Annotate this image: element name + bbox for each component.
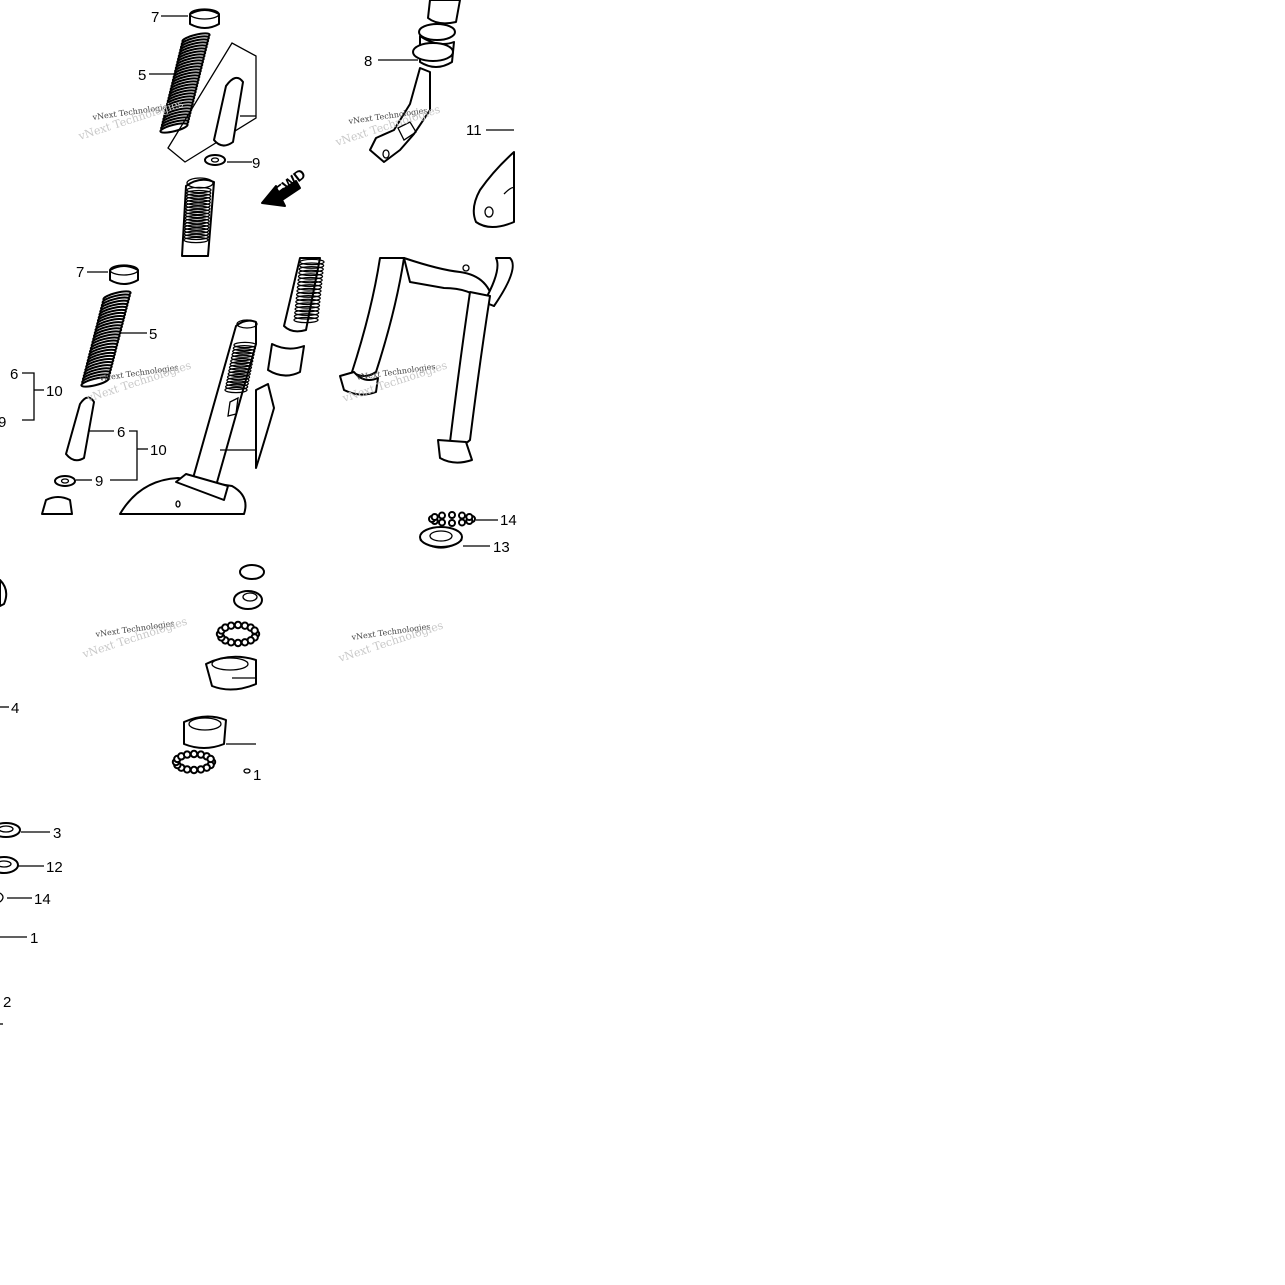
callout-4: 4 — [11, 700, 19, 717]
steel-balls — [171, 749, 217, 775]
washer-9 — [54, 475, 76, 487]
callout-11: 11 — [466, 122, 482, 139]
tile-bearings-stack: 1 4 vNext Technologies vNext Technologie… — [0, 564, 445, 784]
callout-7: 7 — [151, 9, 159, 26]
callout-10: 10 — [150, 442, 167, 459]
fork-cap-7 — [189, 8, 220, 29]
locknut-12 — [0, 856, 19, 874]
callout-9: 9 — [0, 414, 6, 431]
tube-threads — [183, 186, 212, 244]
bridge-11 — [472, 129, 515, 228]
locknut — [233, 564, 265, 610]
callout-12: 12 — [46, 859, 63, 876]
tile-top-left: FWD 7 5 9 8 11 vNext Technologies vNext — [76, 0, 515, 257]
callout-9: 9 — [95, 473, 103, 490]
fork-cap-7 — [109, 264, 139, 285]
bearing-race — [183, 715, 256, 749]
tile-bearing-13-14: 14 13 — [419, 511, 517, 556]
callout-14: 14 — [34, 891, 51, 908]
stem-threads — [224, 341, 257, 394]
callout-2: 2 — [3, 994, 11, 1011]
damper-piece-6 — [65, 396, 95, 462]
callout-6: 6 — [117, 424, 125, 441]
locknut-fragment — [0, 579, 8, 607]
callout-6: 6 — [10, 366, 18, 383]
callout-8: 8 — [364, 53, 372, 70]
callout-14: 14 — [500, 512, 517, 529]
callout-7: 7 — [76, 264, 84, 281]
fwd-arrow: FWD — [261, 166, 310, 207]
tile-middle-left: 7 5 6 10 9 6 10 9 vNext Technologies vNe… — [0, 257, 514, 515]
fork-assembly — [255, 257, 514, 469]
guide-plate — [167, 42, 257, 163]
callout-1: 1 — [253, 767, 261, 784]
callout-9: 9 — [252, 155, 260, 172]
bearing-cup — [205, 655, 257, 691]
fork-spring-5 — [159, 32, 211, 134]
steel-balls — [215, 620, 261, 648]
washer-9 — [204, 154, 252, 166]
fork-spring-5 — [80, 290, 132, 388]
fork-threads — [293, 258, 325, 324]
steering-stem-8 — [369, 0, 461, 163]
callout-3: 3 — [53, 825, 61, 842]
damper-rod — [213, 76, 256, 147]
bearing-cone-13 — [419, 526, 463, 549]
steel-balls-14 — [428, 511, 476, 527]
steering-stem — [119, 319, 258, 515]
callout-5: 5 — [138, 67, 146, 84]
callout-10: 10 — [46, 383, 63, 400]
top-race-3 — [0, 822, 21, 838]
tile-bottom-left: 3 12 14 1 2 — [0, 822, 63, 1025]
callout-13: 13 — [493, 539, 510, 556]
callout-5: 5 — [149, 326, 157, 343]
steel-ball-14 — [0, 892, 4, 903]
fork-tube — [41, 496, 73, 515]
callout-1: 1 — [30, 930, 38, 947]
